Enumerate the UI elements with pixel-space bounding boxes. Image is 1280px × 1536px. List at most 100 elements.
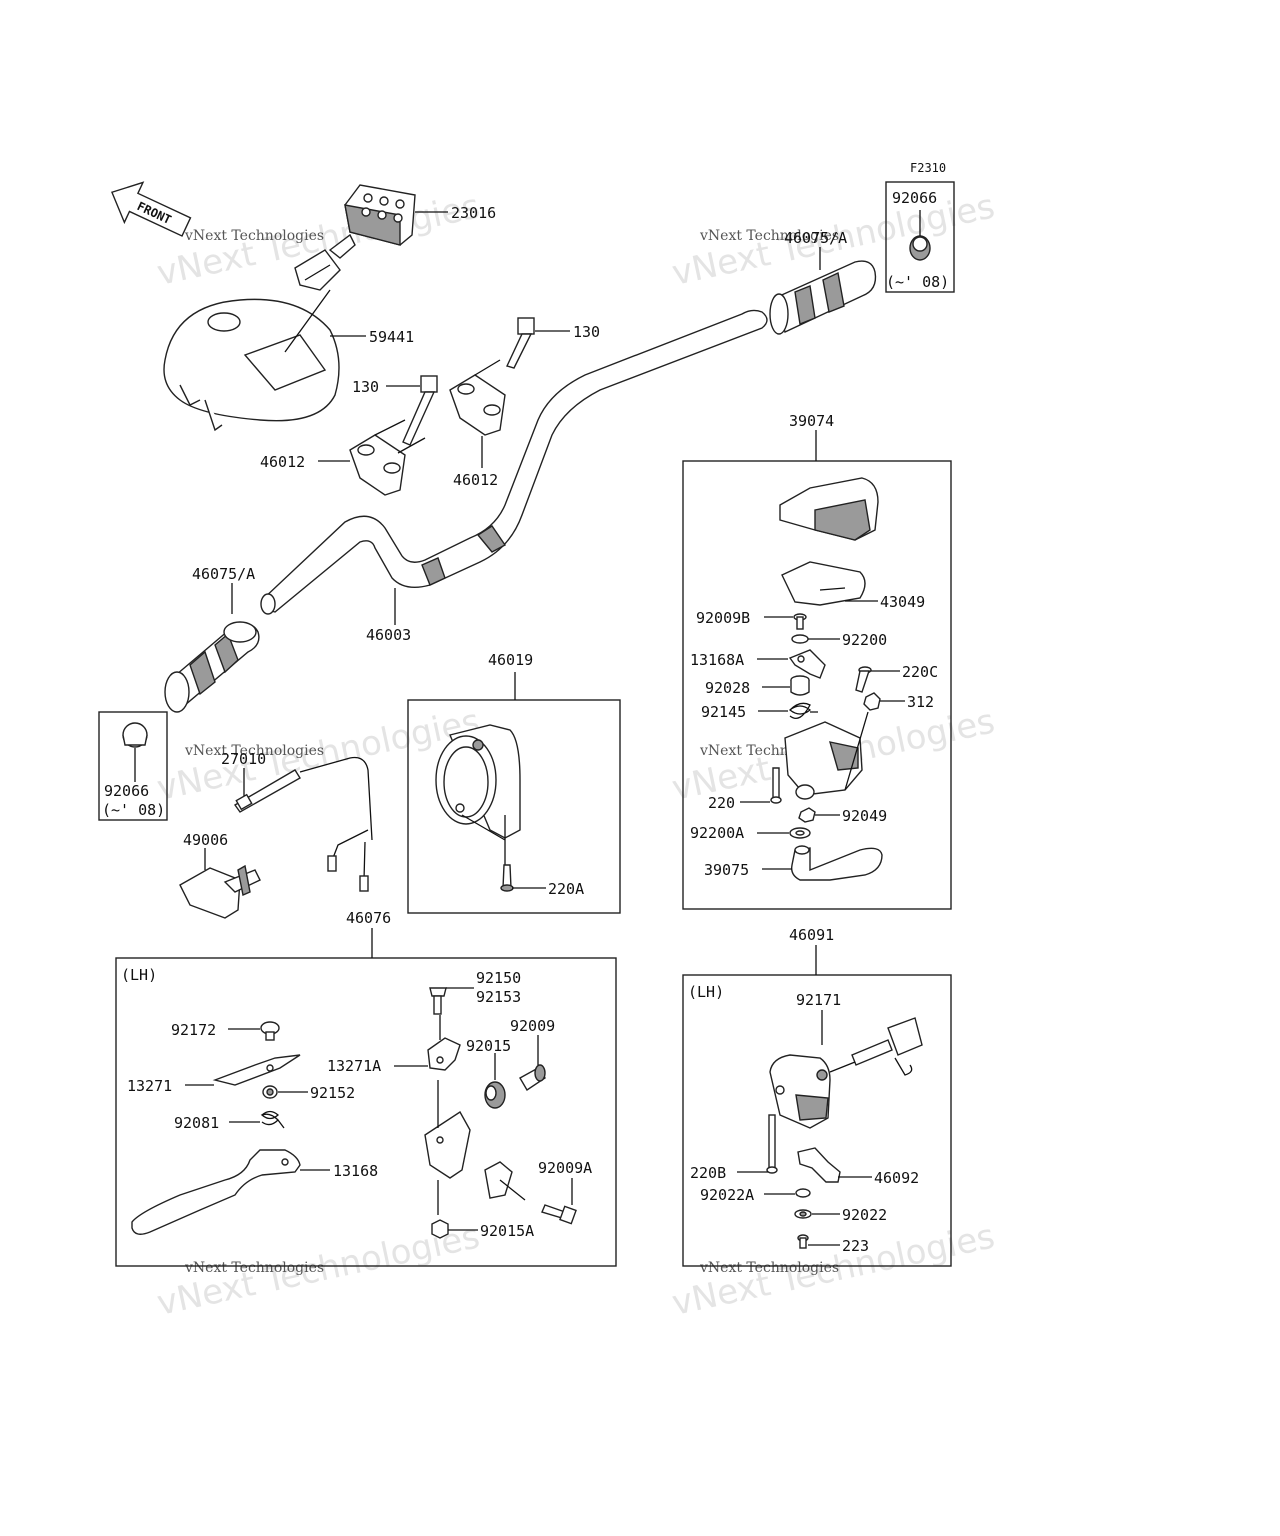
screw-92172 <box>260 1021 280 1041</box>
part-label-92150: 92150 <box>476 969 521 987</box>
lh-label-46076: (LH) <box>121 966 157 984</box>
box-92066-left <box>98 711 168 821</box>
throttle-housing-39074 <box>784 711 869 800</box>
switch-unit-23016 <box>294 184 416 291</box>
grip-end-92066-left <box>122 722 148 748</box>
front-arrow-icon: FRONT <box>110 181 192 237</box>
part-label-46012-right: 46012 <box>453 471 498 489</box>
bolt-92150 <box>429 987 447 1015</box>
throttle-lever-39075 <box>790 845 883 881</box>
switch-27010 <box>233 756 373 892</box>
bolt-220C <box>855 666 872 693</box>
part-label-92015: 92015 <box>466 1037 511 1055</box>
part-label-92171: 92171 <box>796 991 841 1009</box>
washer-92200A <box>789 827 811 839</box>
throttle-case-46019 <box>435 724 521 839</box>
part-label-92152: 92152 <box>310 1084 355 1102</box>
part-label-49006: 49006 <box>183 831 228 849</box>
bolt-130-left <box>402 375 438 446</box>
figure-code: F2310 <box>910 161 946 175</box>
part-label-130-left: 130 <box>352 378 379 396</box>
part-label-130-right: 130 <box>573 323 600 341</box>
part-label-46075a-top: 46075/A <box>784 229 847 247</box>
part-label-220: 220 <box>708 794 735 812</box>
part-label-92081: 92081 <box>174 1114 219 1132</box>
part-label-92009A: 92009A <box>538 1159 592 1177</box>
part-label-92015A: 92015A <box>480 1222 534 1240</box>
grip-end-92066 <box>909 235 931 261</box>
nut-312 <box>863 692 881 711</box>
lever-13168A <box>788 649 826 679</box>
part-label-13168A: 13168A <box>690 651 744 669</box>
part-label-92009: 92009 <box>510 1017 555 1035</box>
part-label-92066-left: 92066 <box>104 782 149 800</box>
box-92066-top <box>885 181 955 293</box>
part-label-92200A: 92200A <box>690 824 744 842</box>
part-label-23016: 23016 <box>451 204 496 222</box>
screw-223 <box>797 1234 809 1249</box>
holder-46012-left <box>349 419 426 496</box>
watermark-text: vNext Technologies <box>184 743 324 759</box>
box-46076 <box>115 957 617 1267</box>
part-label-92145: 92145 <box>701 703 746 721</box>
part-label-46075a-left: 46075/A <box>192 565 255 583</box>
washer-92200 <box>791 634 809 644</box>
watermark-text: vNext Technologies <box>184 228 324 244</box>
cover-39074 <box>779 477 879 541</box>
watermark-text: vNext Technologies <box>184 1260 324 1276</box>
part-label-13271A: 13271A <box>327 1057 381 1075</box>
switch-housing-92171 <box>769 1017 923 1129</box>
part-label-92009B: 92009B <box>696 609 750 627</box>
handlebar-46003 <box>260 309 768 615</box>
part-label-27010: 27010 <box>221 750 266 768</box>
bolt-220B <box>766 1114 778 1174</box>
watermark-text: vNext Technologies <box>699 228 839 244</box>
nut-92015A <box>431 1219 449 1239</box>
part-label-92022A: 92022A <box>700 1186 754 1204</box>
grip-46075a-right <box>769 260 877 335</box>
part-label-13271: 13271 <box>127 1077 172 1095</box>
spring-92081 <box>260 1110 285 1129</box>
bracket-49006 <box>179 864 261 919</box>
screw-92009B <box>793 613 807 630</box>
screw-92009 <box>519 1064 546 1091</box>
part-label-46003: 46003 <box>366 626 411 644</box>
grip-46075a-left <box>164 621 260 713</box>
box-39074 <box>682 460 952 910</box>
collar-92028 <box>790 675 810 696</box>
part-label-92022: 92022 <box>842 1206 887 1224</box>
part-label-92200: 92200 <box>842 631 887 649</box>
screw-220A <box>500 864 514 892</box>
part-label-39074: 39074 <box>789 412 834 430</box>
part-label-39075: 39075 <box>704 861 749 879</box>
part-label-46091: 46091 <box>789 926 834 944</box>
part-label-13168: 13168 <box>333 1162 378 1180</box>
lever-holder-46076 <box>424 1015 526 1215</box>
handlebar-cover-59441 <box>163 298 340 432</box>
part-label-92028: 92028 <box>705 679 750 697</box>
bolt-220 <box>770 767 782 804</box>
lever-46092 <box>797 1147 841 1183</box>
adjuster-92015 <box>484 1081 506 1109</box>
part-label-312: 312 <box>907 693 934 711</box>
lever-13168 <box>131 1149 301 1235</box>
holder-46012-right <box>449 359 506 436</box>
part-label-223: 223 <box>842 1237 869 1255</box>
part-label-92153: 92153 <box>476 988 521 1006</box>
bolt-92009A <box>541 1204 577 1225</box>
part-label-46076: 46076 <box>346 909 391 927</box>
part-label-46012-left: 46012 <box>260 453 305 471</box>
bolt-130-right <box>506 317 535 369</box>
washer-92022 <box>794 1209 812 1219</box>
part-label-220C: 220C <box>902 663 938 681</box>
bracket-43049 <box>781 561 866 606</box>
watermark-text: vNext Technologies <box>699 1260 839 1276</box>
washer-92022A <box>795 1188 811 1198</box>
part-label-46092: 46092 <box>874 1169 919 1187</box>
part-label-220A: 220A <box>548 880 584 898</box>
part-note-92066-left: (~' 08) <box>102 801 165 819</box>
part-label-92066-top: 92066 <box>892 189 937 207</box>
part-label-92172: 92172 <box>171 1021 216 1039</box>
part-label-43049: 43049 <box>880 593 925 611</box>
part-note-92066-top: (~' 08) <box>886 273 949 291</box>
